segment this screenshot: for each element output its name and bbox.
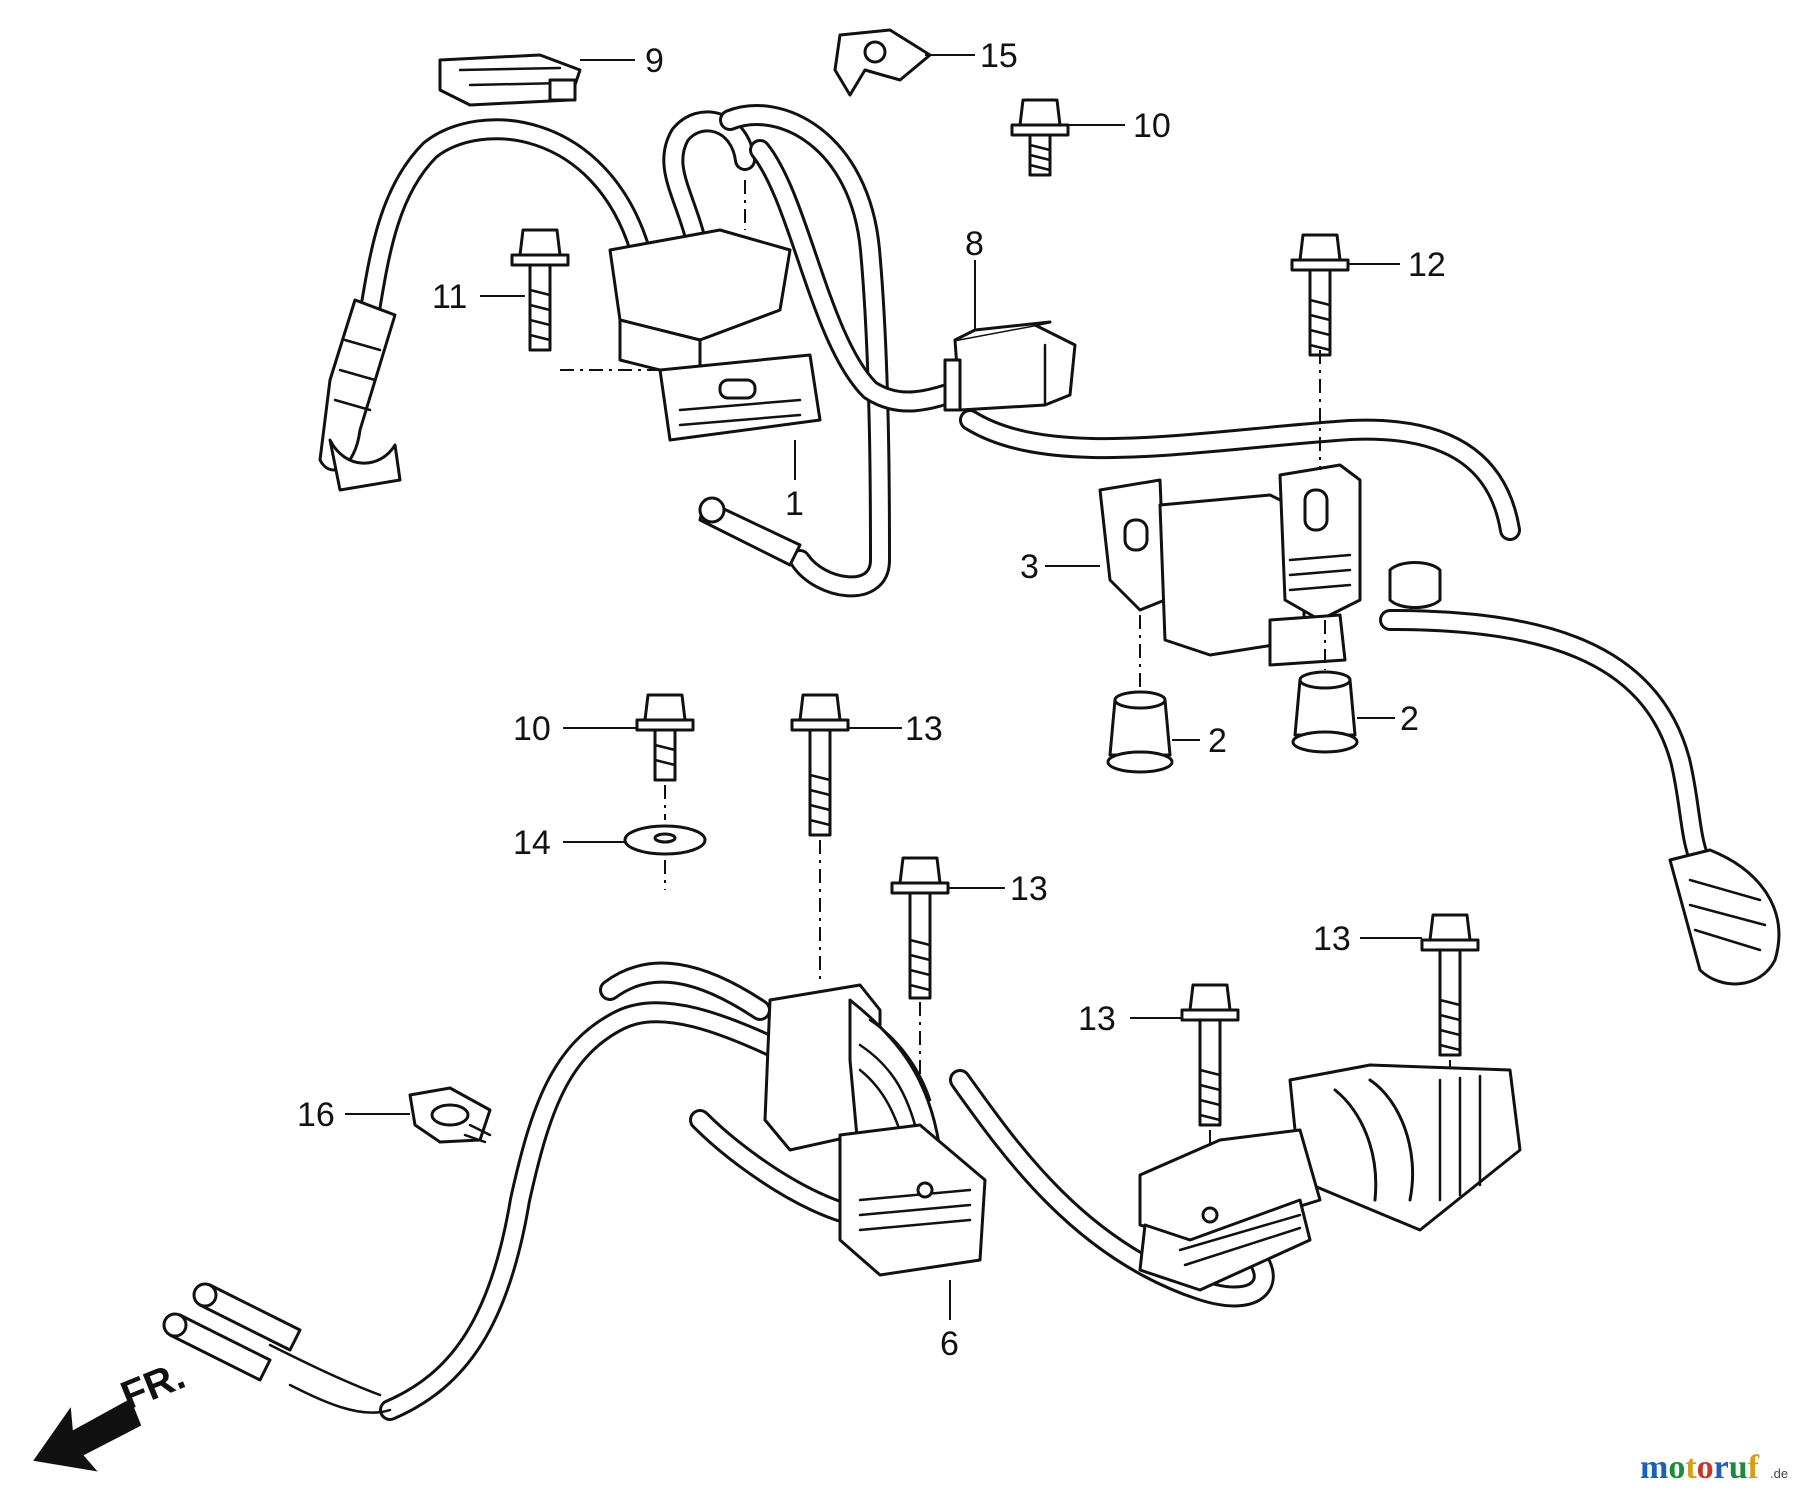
bolt-10-lower bbox=[635, 693, 695, 820]
callout-10-top: 10 bbox=[1133, 107, 1171, 145]
callouts: 9 15 10 11 8 12 1 3 2 2 10 13 14 13 13 1… bbox=[297, 37, 1446, 1363]
grommet-2-left bbox=[1106, 690, 1174, 774]
callout-13-d: 13 bbox=[1313, 920, 1351, 958]
unit-8 bbox=[943, 320, 1077, 412]
callout-11: 11 bbox=[432, 278, 467, 316]
callout-12: 12 bbox=[1408, 246, 1446, 284]
watermark-letter: r bbox=[1714, 1449, 1729, 1486]
callout-10-lower: 10 bbox=[513, 710, 551, 748]
bolt-13-c bbox=[1180, 983, 1240, 1170]
callout-8: 8 bbox=[965, 225, 984, 263]
lead-terminals bbox=[162, 1282, 302, 1382]
clip-15 bbox=[833, 28, 932, 97]
callout-16: 16 bbox=[297, 1096, 335, 1134]
wiring bbox=[268, 104, 1711, 1421]
callout-1: 1 bbox=[785, 485, 804, 523]
watermark-letter: t bbox=[1685, 1449, 1697, 1486]
ignition-coil-1 bbox=[560, 180, 822, 442]
grommet-2-right bbox=[1291, 670, 1359, 754]
callout-14: 14 bbox=[513, 824, 551, 862]
callout-9: 9 bbox=[645, 42, 664, 80]
bolt-10-top bbox=[1010, 98, 1070, 177]
callout-6: 6 bbox=[940, 1325, 959, 1363]
callout-13-b: 13 bbox=[1010, 870, 1048, 908]
svg-text:motoruf: motoruf bbox=[1640, 1449, 1760, 1486]
watermark-letter: f bbox=[1748, 1449, 1760, 1486]
clamp-9 bbox=[438, 53, 582, 107]
watermark-letter: o bbox=[1668, 1449, 1685, 1486]
callout-15: 15 bbox=[980, 37, 1018, 75]
clip-16 bbox=[408, 1086, 492, 1144]
spark-plug-cap-right bbox=[1668, 848, 1781, 986]
watermark-letter: u bbox=[1729, 1449, 1748, 1486]
bolt-13-b bbox=[890, 856, 950, 1140]
spark-plug-cap-left bbox=[318, 298, 402, 492]
watermark-letter: m bbox=[1640, 1449, 1668, 1486]
terminal-connector bbox=[698, 496, 802, 567]
motoruf-watermark: motoruf .de bbox=[1640, 1449, 1788, 1486]
front-direction-arrow: FR. bbox=[33, 1353, 191, 1472]
callout-13-a: 13 bbox=[905, 710, 943, 748]
callout-13-c: 13 bbox=[1078, 1000, 1116, 1038]
bolt-11 bbox=[510, 228, 570, 352]
charge-coil-6 bbox=[763, 983, 1522, 1292]
bolt-13-a bbox=[790, 693, 850, 980]
watermark-suffix: .de bbox=[1770, 1466, 1788, 1481]
watermark-letter: o bbox=[1697, 1449, 1714, 1486]
callout-2-right: 2 bbox=[1400, 700, 1419, 738]
washer-14 bbox=[623, 824, 707, 890]
ignition-coil-3 bbox=[1098, 350, 1442, 700]
bolt-12 bbox=[1290, 233, 1350, 357]
callout-3: 3 bbox=[1020, 548, 1039, 586]
bolt-13-d bbox=[1420, 913, 1480, 1110]
callout-2-left: 2 bbox=[1208, 722, 1227, 760]
